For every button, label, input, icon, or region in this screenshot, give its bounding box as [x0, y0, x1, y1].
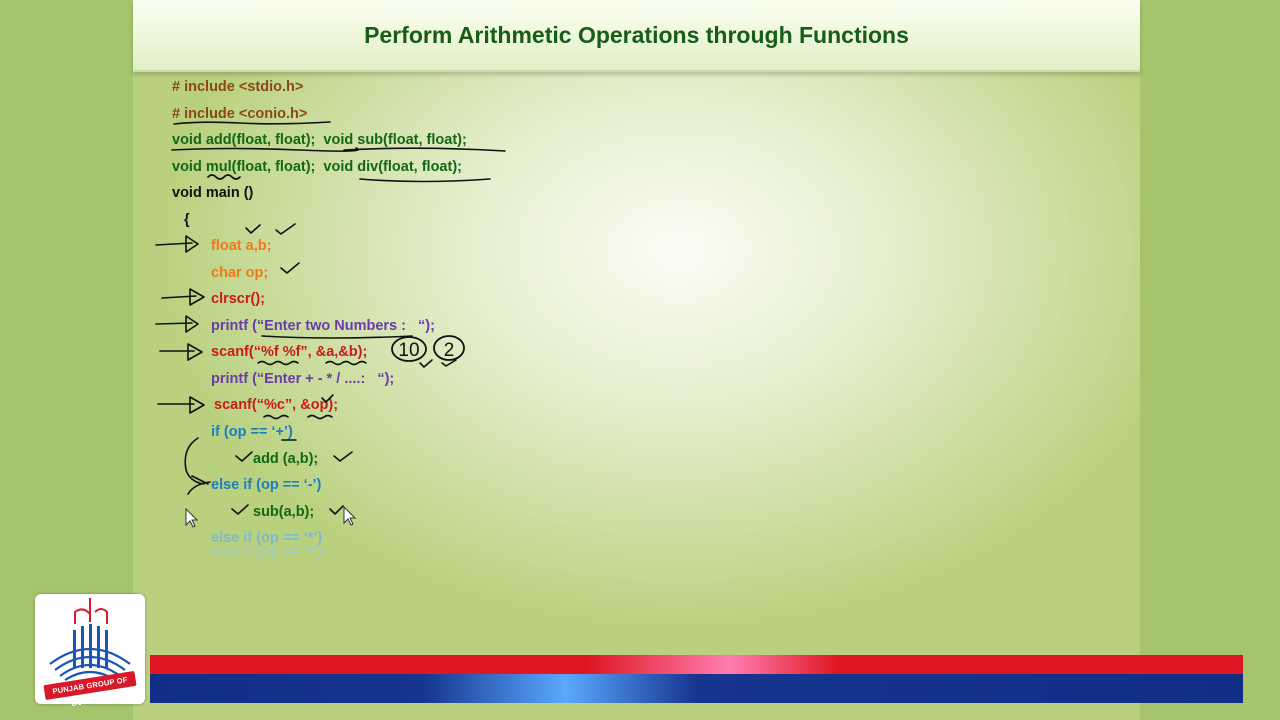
code-include-conio: # include <conio.h> — [172, 106, 308, 122]
code-call-sub: sub(a,b); — [253, 504, 315, 520]
code-call-add: add (a,b); — [253, 451, 319, 467]
slide-title: Perform Arithmetic Operations through Fu… — [364, 21, 909, 48]
code-include-stdio: # include <stdio.h> — [172, 79, 304, 95]
code-if-add: if (op == ‘+’) — [211, 424, 293, 440]
code-char-decl: char op; — [211, 265, 269, 281]
code-else-if-mul: else if (op == ‘*’) — [211, 530, 323, 546]
code-scanf-operator: scanf(“%c”, &op); — [214, 397, 339, 413]
code-else-if-sub: else if (op == ‘-’) — [211, 477, 322, 493]
code-scanf-numbers: scanf(“%f %f”, &a,&b); — [211, 344, 368, 360]
code-printf-operator: printf (“Enter + - * / ....: “); — [211, 371, 395, 387]
slide-background — [133, 0, 1140, 720]
logo-emblem-icon — [49, 598, 131, 681]
slide-title-bar: Perform Arithmetic Operations through Fu… — [133, 0, 1140, 72]
code-clrscr: clrscr(); — [211, 291, 265, 307]
footer-red-band — [150, 655, 1243, 674]
code-float-decl: float a,b; — [211, 238, 272, 254]
code-printf-numbers: printf (“Enter two Numbers : “); — [211, 318, 435, 334]
code-main: void main () — [172, 185, 254, 201]
code-brace: { — [184, 212, 190, 228]
code-else-if-mul-ghost: else if (op == ‘*’) — [211, 544, 323, 560]
college-logo: PUNJAB GROUP OF COLLEGES — [35, 594, 145, 708]
code-prototypes-mul-div: void mul(float, float); void div(float, … — [172, 159, 462, 175]
footer-blue-band — [150, 674, 1243, 703]
code-prototypes-add-sub: void add(float, float); void sub(float, … — [172, 132, 467, 148]
